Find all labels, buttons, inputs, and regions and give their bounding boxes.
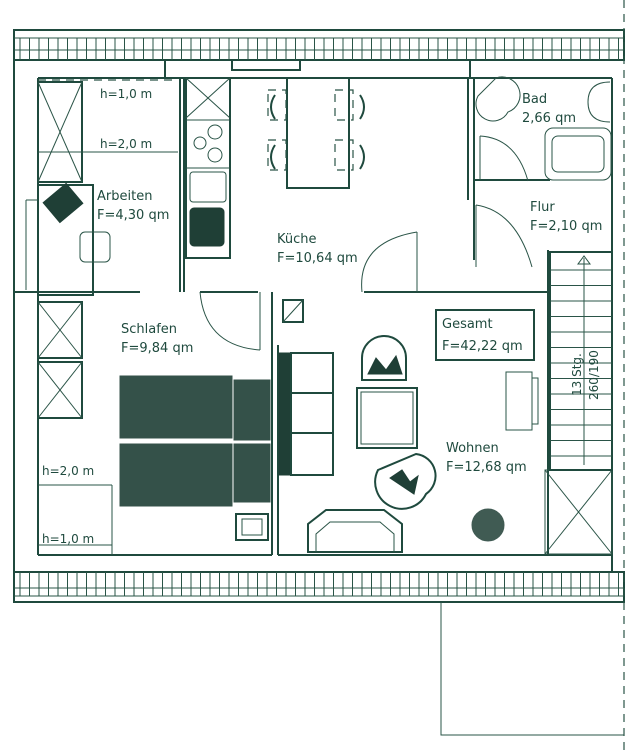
room-area-flur: F=2,10 qm — [530, 219, 602, 234]
staircase — [549, 251, 613, 471]
room-area-arbeiten: F=4,30 qm — [97, 208, 169, 223]
room-area-wohnen: F=12,68 qm — [446, 460, 527, 475]
chimney — [282, 299, 304, 323]
room-name-schlafen: Schlafen — [121, 322, 177, 337]
room-area-bad: 2,66 qm — [522, 111, 576, 126]
living-furniture — [307, 335, 539, 553]
desk — [25, 182, 111, 296]
top-roof-band — [13, 29, 625, 61]
room-area-kueche: F=10,64 qm — [277, 251, 358, 266]
interior-walls — [14, 78, 612, 556]
bottom-roof-band — [13, 571, 625, 603]
room-area-schlafen: F=9,84 qm — [121, 341, 193, 356]
bathroom-fixtures — [475, 76, 612, 181]
room-name-kueche: Küche — [277, 232, 317, 247]
total-area-box — [435, 309, 535, 361]
sofa — [278, 352, 334, 476]
height-label-top-2: h=2,0 m — [100, 137, 152, 151]
height-label-top-1: h=1,0 m — [100, 87, 152, 101]
room-name-arbeiten: Arbeiten — [97, 189, 152, 204]
total-area: F=42,22 qm — [442, 339, 523, 354]
kitchen-counter — [185, 77, 231, 259]
height-label-bottom-2: h=2,0 m — [42, 464, 94, 478]
dining-table — [267, 77, 365, 189]
stairs-steps: 13 Stg. — [570, 353, 584, 396]
height-label-bottom-1: h=1,0 m — [42, 532, 94, 546]
window-schlafen — [37, 301, 83, 419]
bed — [119, 375, 271, 541]
window-flur — [544, 469, 613, 555]
doors — [199, 135, 533, 351]
room-name-wohnen: Wohnen — [446, 441, 499, 456]
lower-annex — [440, 0, 625, 750]
total-label: Gesamt — [442, 317, 493, 332]
height-lines — [38, 79, 178, 546]
stairs-dimensions: 260/190 — [587, 350, 601, 400]
window-arbeiten — [37, 81, 83, 183]
room-name-bad: Bad — [522, 92, 547, 107]
room-name-flur: Flur — [530, 200, 555, 215]
